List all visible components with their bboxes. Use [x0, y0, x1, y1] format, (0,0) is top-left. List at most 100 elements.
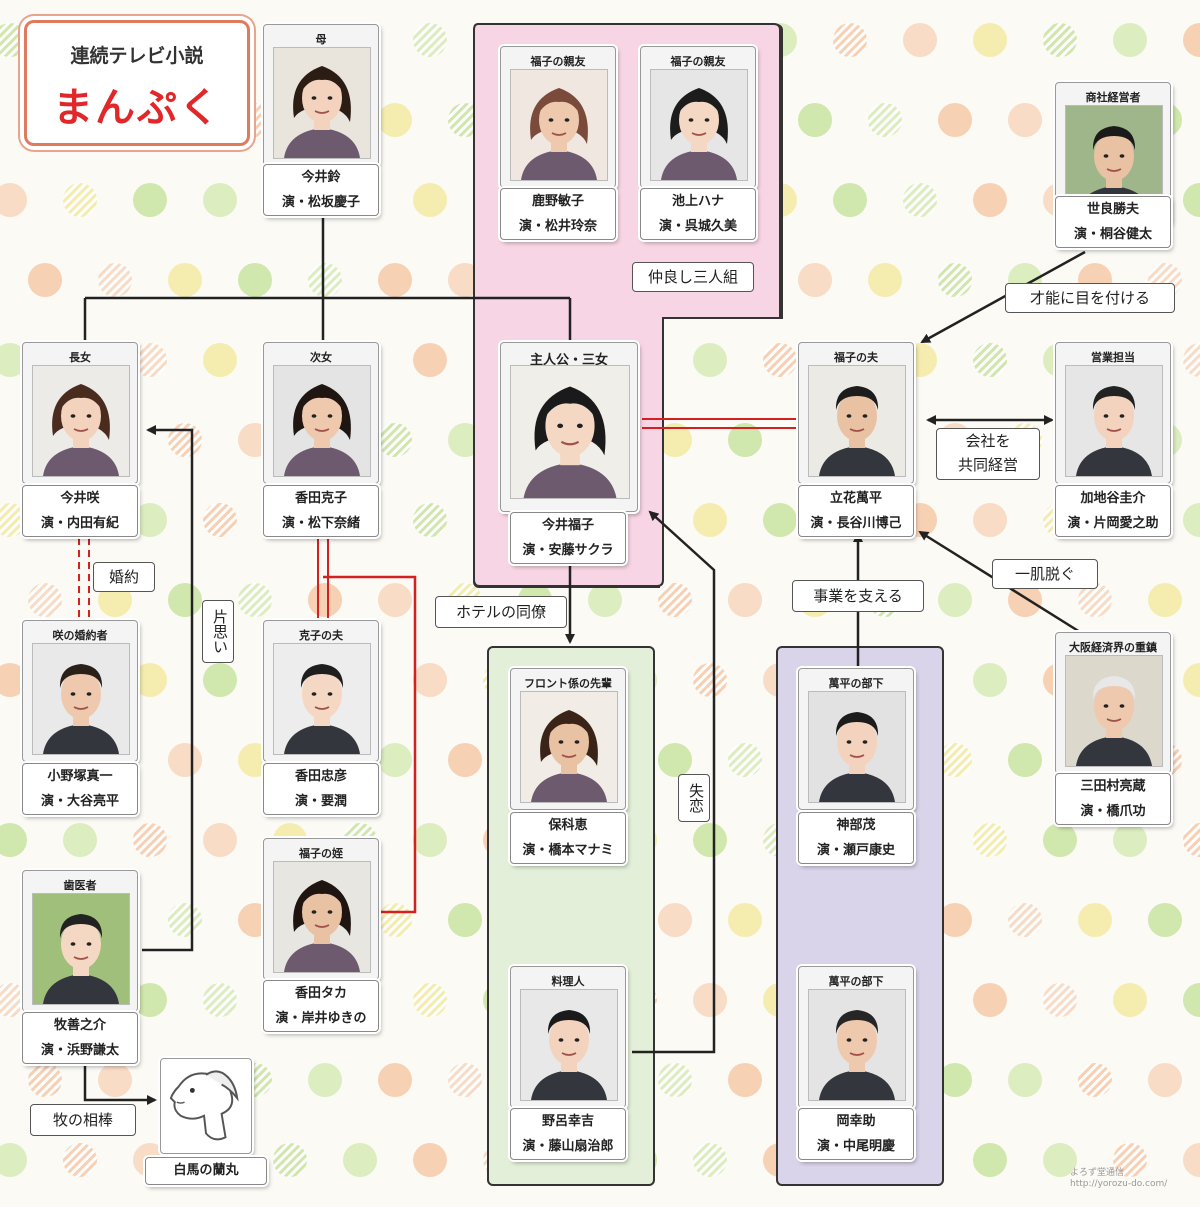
portrait-photo	[520, 989, 618, 1101]
caption-sera: 世良勝夫 演・桐谷健太	[1055, 196, 1171, 248]
person-name: 鹿野敏子	[531, 194, 584, 209]
actor-name: 演・松井玲奈	[518, 219, 597, 234]
caption-kanbe: 神部茂 演・瀬戸康史	[798, 812, 914, 864]
actor-name: 演・浜野謙太	[40, 1043, 119, 1058]
person-name: 牧善之介	[53, 1018, 106, 1033]
actor-name: 演・桐谷健太	[1073, 227, 1152, 242]
portrait-photo	[510, 365, 630, 499]
portrait-photo	[273, 365, 371, 477]
person-name: 香田忠彦	[294, 769, 347, 784]
person-name: 今井福子	[541, 518, 594, 533]
label-kyodo-line2: 共同経営	[957, 456, 1018, 474]
card-suzu: 母	[263, 24, 379, 166]
caption-kachiya: 加地谷圭介 演・片岡愛之助	[1055, 485, 1171, 537]
caption-saki: 今井咲 演・内田有紀	[22, 485, 138, 537]
actor-name: 演・片岡愛之助	[1067, 516, 1159, 531]
caption-taka: 香田タカ 演・岸井ゆきの	[263, 980, 379, 1032]
person-name: 野呂幸吉	[541, 1114, 594, 1129]
portrait-photo	[1065, 365, 1163, 477]
caption-maki: 牧善之介 演・浜野謙太	[22, 1012, 138, 1064]
caption-mitamura: 三田村亮蔵 演・橋爪功	[1055, 773, 1171, 825]
caption-manpei: 立花萬平 演・長谷川博己	[798, 485, 914, 537]
label-kataomoi: 片思い	[202, 600, 234, 663]
label-konyaku: 婚約	[93, 562, 155, 592]
caption-noro: 野呂幸吉 演・藤山扇治郎	[510, 1108, 626, 1160]
caption-toshiko: 鹿野敏子 演・松井玲奈	[500, 188, 616, 240]
caption-katsuko: 香田克子 演・松下奈緒	[263, 485, 379, 537]
actor-name: 演・内田有紀	[40, 516, 119, 531]
caption-tadahiko: 香田忠彦 演・要潤	[263, 763, 379, 815]
actor-name: 演・中尾明慶	[816, 1139, 895, 1154]
caption-onozuka: 小野塚真一 演・大谷亮平	[22, 763, 138, 815]
portrait-photo	[32, 365, 130, 477]
card-mitamura: 大阪経済界の重鎮	[1055, 632, 1171, 774]
label-trio: 仲良し三人組	[632, 262, 754, 292]
actor-name: 演・要潤	[294, 794, 347, 809]
label-kyodo: 会社を 共同経営	[936, 428, 1040, 480]
actor-name: 演・大谷亮平	[40, 794, 119, 809]
person-name: 小野塚真一	[47, 769, 113, 784]
card-onozuka: 咲の婚約者	[22, 620, 138, 762]
card-oka: 萬平の部下	[798, 966, 914, 1108]
role-label: 営業担当	[1091, 351, 1135, 364]
role-label: 長女	[69, 351, 91, 364]
person-name: 池上ハナ	[671, 194, 724, 209]
card-katsuko: 次女	[263, 342, 379, 484]
credit-line1: よろず堂通信	[1070, 1168, 1125, 1178]
actor-name: 演・岸井ゆきの	[275, 1011, 367, 1026]
portrait-photo	[808, 989, 906, 1101]
role-label: 主人公・三女	[529, 353, 608, 368]
actor-name: 演・長谷川博己	[810, 516, 902, 531]
actor-name: 演・安藤サクラ	[522, 543, 614, 558]
person-name: 立花萬平	[829, 491, 882, 506]
credit-line2: http://yorozu-do.com/	[1070, 1179, 1168, 1189]
actor-name: 演・藤山扇治郎	[522, 1139, 614, 1154]
person-name: 香田タカ	[294, 986, 347, 1001]
actor-name: 演・松坂慶子	[281, 195, 360, 210]
role-label: 福子の親友	[530, 55, 586, 68]
role-label: 商社経営者	[1085, 91, 1141, 104]
portrait-photo	[273, 861, 371, 973]
portrait-photo	[510, 69, 608, 181]
label-hitohada: 一肌脱ぐ	[992, 559, 1098, 589]
title-main: まんぷく	[53, 85, 221, 131]
caption-suzu: 今井鈴 演・松坂慶子	[263, 164, 379, 216]
card-hana: 福子の親友	[640, 46, 756, 188]
caption-ranmaru: 白馬の蘭丸	[145, 1157, 267, 1185]
person-name: 保科恵	[548, 818, 588, 833]
role-label: 母	[315, 33, 327, 46]
portrait-photo	[808, 365, 906, 477]
portrait-photo	[520, 691, 618, 803]
label-jigyo: 事業を支える	[792, 580, 924, 612]
title-box: 連続テレビ小説 まんぷく	[24, 20, 250, 146]
role-label: 次女	[310, 351, 332, 364]
actor-name: 演・瀬戸康史	[816, 843, 895, 858]
card-toshiko: 福子の親友	[500, 46, 616, 188]
actor-name: 演・呉城久美	[658, 219, 737, 234]
person-name: 白馬の蘭丸	[173, 1163, 239, 1178]
label-talent: 才能に目を付ける	[1005, 283, 1175, 313]
card-maki: 歯医者	[22, 870, 138, 1012]
portrait-photo	[650, 69, 748, 181]
person-name: 神部茂	[836, 818, 876, 833]
role-label: 咲の婚約者	[52, 629, 108, 642]
role-label: 萬平の部下	[828, 677, 884, 690]
card-saki: 長女	[22, 342, 138, 484]
role-label: 大阪経済界の重鎮	[1069, 641, 1157, 654]
card-kachiya: 営業担当	[1055, 342, 1171, 484]
person-name: 今井鈴	[301, 170, 341, 185]
person-name: 世良勝夫	[1086, 202, 1139, 217]
person-name: 加地谷圭介	[1080, 491, 1146, 506]
role-label: 克子の夫	[299, 629, 343, 642]
card-noro: 料理人	[510, 966, 626, 1108]
card-manpei: 福子の夫	[798, 342, 914, 484]
role-label: フロント係の先輩	[524, 677, 612, 690]
person-name: 岡幸助	[836, 1114, 876, 1129]
card-taka: 福子の姪	[263, 838, 379, 980]
card-hoshina: フロント係の先輩	[510, 668, 626, 810]
card-ranmaru	[160, 1058, 252, 1154]
label-kyodo-line1: 会社を	[965, 432, 1011, 450]
actor-name: 演・橋爪功	[1080, 804, 1146, 819]
card-kanbe: 萬平の部下	[798, 668, 914, 810]
role-label: 福子の姪	[299, 847, 343, 860]
